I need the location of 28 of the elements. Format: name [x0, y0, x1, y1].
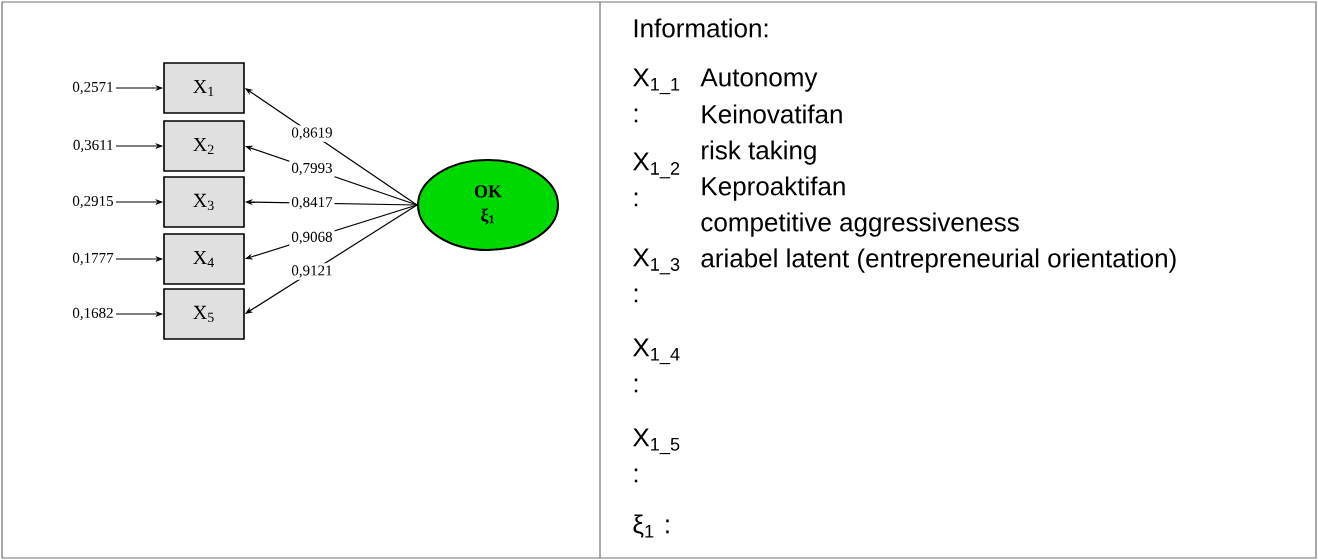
description: competitive aggressiveness	[701, 212, 1019, 237]
error-value: 0,1682	[72, 307, 113, 321]
error-value: 0,3611	[73, 139, 113, 153]
symbol-label: X$_{1_5}$ :	[633, 428, 680, 483]
heading: Information:	[634, 18, 768, 38]
edge-label: 0,9121	[291, 265, 332, 278]
error-value: 0,1777	[72, 252, 114, 266]
edge-label: 0,7993	[291, 162, 332, 176]
symbol-label: X$_{1_4}$ :	[633, 338, 680, 393]
edge-label: 0,8619	[291, 127, 332, 140]
description: Autonomy	[700, 68, 818, 92]
description: ariabel latent (entrepreneurial orientation)	[701, 248, 1176, 273]
indicator-box: X$_{3}$	[163, 176, 245, 228]
indicator-box: X$_{4}$	[163, 233, 245, 285]
indicator-box: X$_{2}$	[163, 120, 245, 172]
description: Keinovatifan	[702, 104, 842, 124]
error-value: 0,2571	[72, 81, 113, 95]
description: Keproaktifan	[702, 176, 845, 201]
edge-label: 0,9068	[291, 231, 332, 245]
symbol-label: X$_{1_1}$ :	[633, 68, 680, 123]
edge-label: 0,8417	[291, 197, 333, 210]
description: risk taking	[702, 140, 816, 165]
indicator-box: X$_{5}$	[163, 288, 245, 340]
error-value: 0,2915	[72, 195, 113, 209]
symbol-label: ξ$_{1}$ :	[633, 514, 669, 538]
symbol-label: X$_{1_3}$ :	[633, 248, 680, 303]
symbol-label: X$_{1_2}$ :	[633, 152, 680, 207]
indicator-box: X$_{1}$	[163, 62, 245, 114]
